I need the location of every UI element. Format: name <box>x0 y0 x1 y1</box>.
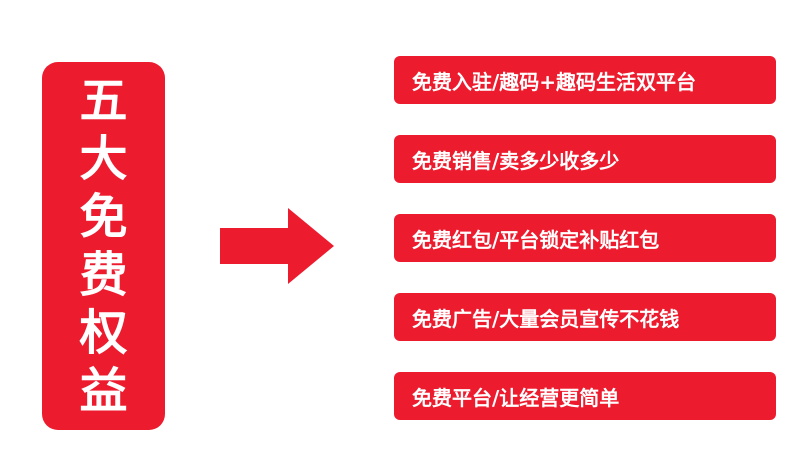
benefit-item-2: 免费销售/卖多少收多少 <box>394 135 776 183</box>
benefit-list: 免费入驻/趣码+趣码生活双平台 免费销售/卖多少收多少 免费红包/平台锁定补贴红… <box>394 56 776 420</box>
title-char-6: 益 <box>79 363 128 419</box>
title-char-4: 费 <box>79 247 128 303</box>
title-box: 五 大 免 费 权 益 <box>42 62 165 430</box>
benefit-label-2: 免费销售/卖多少收多少 <box>412 148 620 173</box>
benefit-item-4: 免费广告/大量会员宣传不花钱 <box>394 293 776 341</box>
title-char-5: 权 <box>79 305 128 361</box>
right-arrow-icon <box>220 208 334 284</box>
title-char-3: 免 <box>79 189 128 245</box>
benefit-item-3: 免费红包/平台锁定补贴红包 <box>394 214 776 262</box>
benefit-label-4: 免费广告/大量会员宣传不花钱 <box>412 306 680 331</box>
benefit-label-5: 免费平台/让经营更简单 <box>412 385 620 410</box>
benefit-item-5: 免费平台/让经营更简单 <box>394 372 776 420</box>
benefit-item-1: 免费入驻/趣码+趣码生活双平台 <box>394 56 776 104</box>
title-char-2: 大 <box>79 131 128 187</box>
benefit-label-3: 免费红包/平台锁定补贴红包 <box>412 227 660 252</box>
title-char-1: 五 <box>79 73 128 129</box>
benefit-label-1: 免费入驻/趣码+趣码生活双平台 <box>412 69 697 94</box>
